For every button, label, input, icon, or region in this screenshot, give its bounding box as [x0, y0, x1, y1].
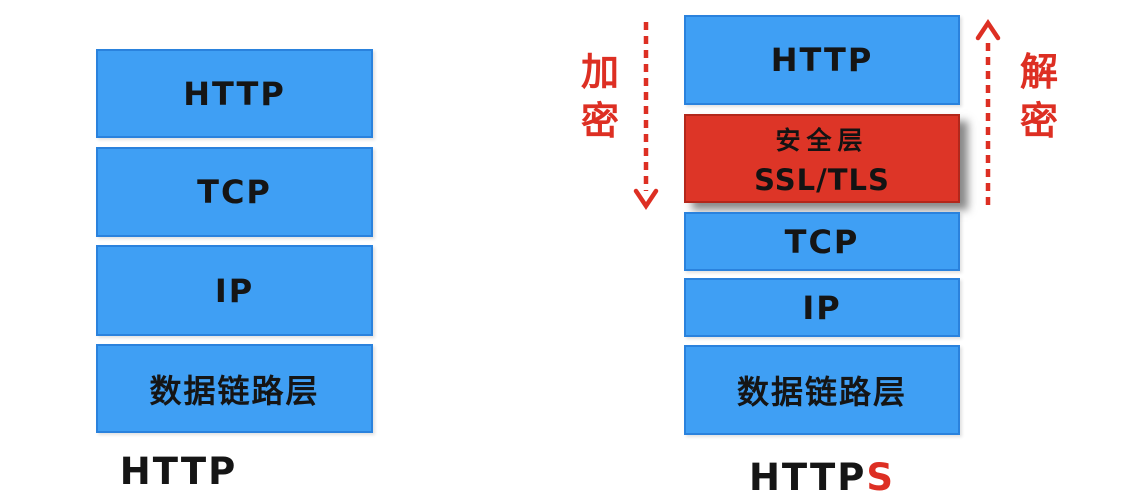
caption-http-part: HTTP	[748, 456, 867, 499]
left-stack-caption: HTTP	[119, 450, 238, 493]
layer-label: IP	[802, 288, 842, 327]
right-stack-caption: HTTPS	[684, 456, 960, 499]
layer-label: TCP	[784, 222, 860, 261]
layer-label: TCP	[197, 173, 272, 211]
decrypt-label: 解密	[1019, 50, 1058, 143]
left-stack-layer-ip: IP	[96, 245, 373, 336]
right-stack-layer-tcp: TCP	[684, 212, 960, 271]
left-stack-layer-datalink: 数据链路层	[96, 344, 373, 433]
left-stack-layer-tcp: TCP	[96, 147, 373, 237]
layer-label: HTTP	[770, 41, 874, 79]
right-stack-layer-ssl-tls: 安全层 SSL/TLS	[684, 114, 960, 203]
right-stack-layer-datalink: 数据链路层	[684, 345, 960, 435]
right-stack-layer-http: HTTP	[684, 15, 960, 105]
layer-label: 数据链路层	[149, 371, 320, 410]
dashed-arrow-down-icon	[633, 22, 659, 211]
layer-label: HTTP	[183, 74, 286, 113]
layer-label: IP	[214, 271, 255, 310]
right-stack-layer-ip: IP	[684, 278, 960, 337]
security-layer-label: 安全层	[775, 125, 869, 155]
caption-s-part: S	[866, 456, 896, 499]
dashed-arrow-up-icon	[975, 18, 1001, 205]
left-stack-layer-http: HTTP	[96, 49, 373, 138]
ssl-tls-label: SSL/TLS	[754, 162, 890, 197]
encrypt-label: 加密	[580, 50, 619, 143]
layer-label: 数据链路层	[736, 373, 907, 411]
